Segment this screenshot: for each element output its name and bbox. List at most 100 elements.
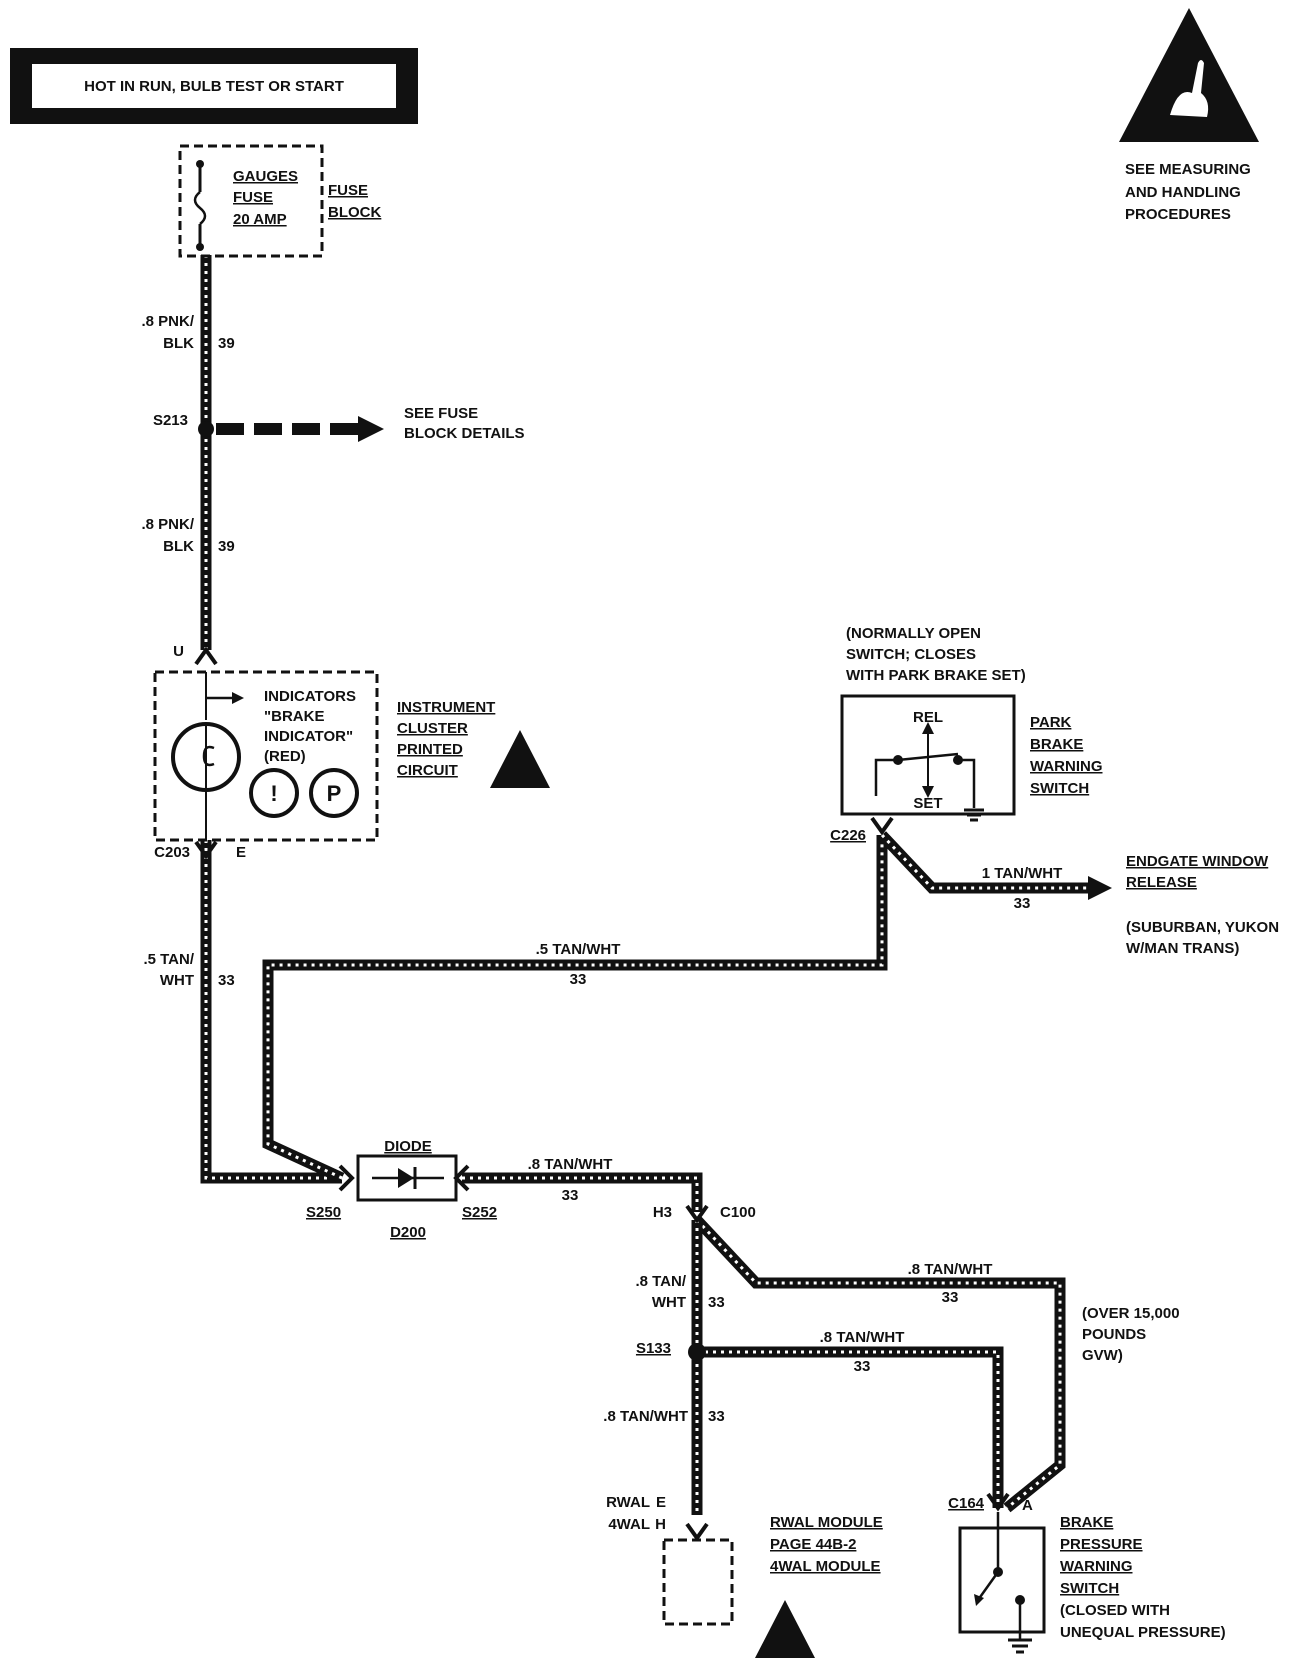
cluster-label-line4: CIRCUIT bbox=[397, 762, 458, 779]
connector-c100 bbox=[685, 1204, 709, 1224]
endgate-line4: W/MAN TRANS) bbox=[1126, 940, 1239, 957]
cluster-esd-icon bbox=[490, 730, 550, 788]
park-label-line4: SWITCH bbox=[1030, 780, 1089, 797]
pressure-line5: (CLOSED WITH bbox=[1060, 1602, 1170, 1619]
rwal-esd-icon bbox=[755, 1600, 815, 1658]
wire-diode-label: .8 TAN/WHT bbox=[528, 1156, 613, 1173]
cluster-icon-park: P bbox=[327, 781, 342, 806]
park-brake-switch bbox=[840, 694, 1016, 822]
wire-diode-circuit: 33 bbox=[562, 1187, 579, 1204]
splice-s252-label: S252 bbox=[462, 1204, 497, 1221]
gvw-line1: (OVER 15,000 bbox=[1082, 1305, 1180, 1322]
rwal-module-box bbox=[662, 1538, 734, 1626]
splice-s213 bbox=[198, 421, 214, 437]
wire-w3-line2: WHT bbox=[160, 972, 194, 989]
cluster-label-line2: CLUSTER bbox=[397, 720, 468, 737]
connector-c203 bbox=[194, 840, 218, 860]
wire-down-circuit: 33 bbox=[708, 1408, 725, 1425]
cluster-pin-u: U bbox=[173, 643, 184, 660]
wire-c100-line1: .8 TAN/ bbox=[635, 1273, 686, 1290]
wire-33-top-loop bbox=[262, 835, 888, 1183]
pressure-line1: BRAKE bbox=[1060, 1514, 1113, 1531]
fuse-block-line2: BLOCK bbox=[328, 204, 381, 221]
connector-c100-label: C100 bbox=[720, 1204, 756, 1221]
wire-33-diode-to-c100 bbox=[462, 1172, 703, 1212]
cluster-icon-warning: ! bbox=[270, 781, 277, 806]
pressure-line4: SWITCH bbox=[1060, 1580, 1119, 1597]
rwal-label-line1: RWAL MODULE bbox=[770, 1514, 883, 1531]
wire-top-label: .5 TAN/WHT bbox=[536, 941, 621, 958]
gauges-fuse bbox=[178, 144, 324, 258]
fuse-label-line3: 20 AMP bbox=[233, 211, 287, 228]
connector-c226 bbox=[870, 816, 894, 836]
esd-note-line3: PROCEDURES bbox=[1125, 206, 1231, 223]
park-label-line1: PARK bbox=[1030, 714, 1072, 731]
connector-s252 bbox=[453, 1164, 470, 1192]
wire-w1-line1: .8 PNK/ bbox=[141, 313, 194, 330]
endgate-line2: RELEASE bbox=[1126, 874, 1197, 891]
park-brake-icon bbox=[309, 768, 359, 818]
wire-w3-circuit: 33 bbox=[218, 972, 235, 989]
connector-c203-label: C203 bbox=[154, 844, 190, 861]
wire-33-upper-to-c164 bbox=[692, 1216, 1066, 1513]
cluster-ind-line2: "BRAKE bbox=[264, 708, 324, 725]
splice-s250-label: S250 bbox=[306, 1204, 341, 1221]
rwal-pin-rwal-name: RWAL bbox=[606, 1494, 650, 1511]
wire-c100-circuit: 33 bbox=[708, 1294, 725, 1311]
fuse-label-line2: FUSE bbox=[233, 189, 273, 206]
instrument-cluster: ! P bbox=[153, 670, 379, 842]
park-label-line3: WARNING bbox=[1030, 758, 1103, 775]
connector-c226-label: C226 bbox=[830, 827, 866, 844]
pressure-line3: WARNING bbox=[1060, 1558, 1133, 1575]
wire-33-cluster-down bbox=[200, 840, 342, 1184]
fuse-details-arrow bbox=[216, 416, 384, 442]
wire-down-label: .8 TAN/WHT bbox=[603, 1408, 688, 1425]
gvw-line2: POUNDS bbox=[1082, 1326, 1146, 1343]
rwal-label-line2: PAGE 44B-2 bbox=[770, 1536, 856, 1553]
wire-upper-label: .8 TAN/WHT bbox=[908, 1261, 993, 1278]
banner-text: HOT IN RUN, BULB TEST OR START bbox=[84, 78, 344, 95]
wire-s133-label: .8 TAN/WHT bbox=[820, 1329, 905, 1346]
splice-s213-label: S213 bbox=[153, 412, 188, 429]
pressure-line2: PRESSURE bbox=[1060, 1536, 1143, 1553]
wire-c100-line2: WHT bbox=[652, 1294, 686, 1311]
cluster-ind-line4: (RED) bbox=[264, 748, 306, 765]
rwal-pin-4wal-name: 4WAL bbox=[608, 1516, 650, 1533]
fuse-details-line1: SEE FUSE bbox=[404, 405, 478, 422]
wire-33-endgate bbox=[877, 831, 1090, 894]
esd-warning-icon bbox=[1119, 8, 1259, 142]
connector-c164 bbox=[986, 1492, 1010, 1512]
park-switch-set: SET bbox=[913, 795, 942, 812]
wire-w2-line1: .8 PNK/ bbox=[141, 516, 194, 533]
wire-w2-circuit: 39 bbox=[218, 538, 235, 555]
endgate-line1: ENDGATE WINDOW bbox=[1126, 853, 1269, 870]
cluster-ind-line3: INDICATOR" bbox=[264, 728, 353, 745]
rwal-label-line3: 4WAL MODULE bbox=[770, 1558, 881, 1575]
connector-u bbox=[194, 646, 218, 666]
brake-warning-icon bbox=[249, 768, 299, 818]
splice-s133 bbox=[688, 1343, 706, 1361]
rwal-pin-rwal: E bbox=[656, 1494, 666, 1511]
park-note-line1: (NORMALLY OPEN bbox=[846, 625, 981, 642]
wire-endgate-label: 1 TAN/WHT bbox=[982, 865, 1063, 882]
diode-d200 bbox=[356, 1154, 458, 1202]
splice-s133-label: S133 bbox=[636, 1340, 671, 1357]
fuse-label-line1: GAUGES bbox=[233, 168, 298, 185]
park-label-line2: BRAKE bbox=[1030, 736, 1083, 753]
connector-c203-pin: E bbox=[236, 844, 246, 861]
brake-pressure-switch bbox=[958, 1512, 1046, 1654]
connector-s250 bbox=[338, 1164, 355, 1192]
gvw-line3: GVW) bbox=[1082, 1347, 1123, 1364]
fuse-block-line1: FUSE bbox=[328, 182, 368, 199]
park-switch-rel: REL bbox=[913, 709, 943, 726]
power-banner: HOT IN RUN, BULB TEST OR START bbox=[10, 48, 418, 124]
diode-title: DIODE bbox=[384, 1138, 432, 1155]
wire-endgate-circuit: 33 bbox=[1014, 895, 1031, 912]
park-note-line2: SWITCH; CLOSES bbox=[846, 646, 976, 663]
cluster-ind-line1: INDICATORS bbox=[264, 688, 356, 705]
cluster-label-line1: INSTRUMENT bbox=[397, 699, 495, 716]
connector-c164-label: C164 bbox=[948, 1495, 985, 1512]
wire-w3-line1: .5 TAN/ bbox=[143, 951, 194, 968]
park-note-line3: WITH PARK BRAKE SET) bbox=[846, 667, 1026, 684]
esd-note-line1: SEE MEASURING bbox=[1125, 161, 1251, 178]
